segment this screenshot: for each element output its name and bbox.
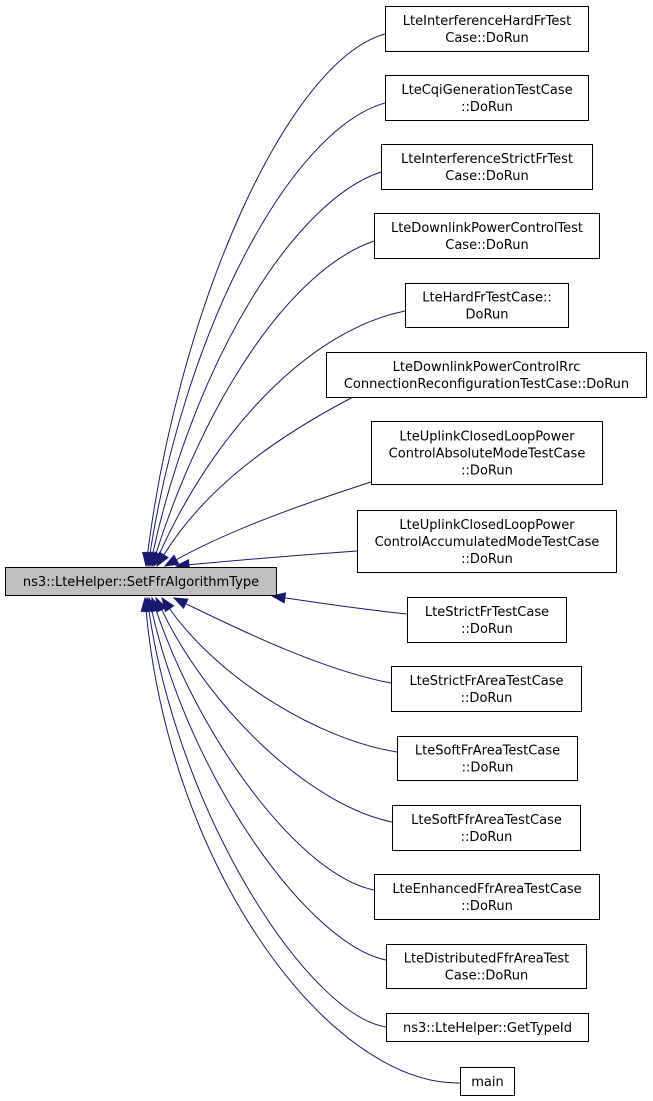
call-edge [161,609,393,823]
call-edge-arrowhead [163,554,180,567]
caller-node-box [391,666,582,712]
caller-node-box [407,597,567,643]
caller-node-label-line: LteDistributedFfrAreaTest [404,952,570,967]
caller-node[interactable]: main [460,1067,515,1096]
caller-node[interactable]: LteEnhancedFfrAreaTestCase::DoRun [374,874,600,920]
caller-node-label-line: ::DoRun [462,761,514,776]
caller-node-box [357,510,617,573]
caller-node-label-line: LteInterferenceHardFrTest [403,14,571,29]
caller-node[interactable]: LteHardFrTestCase::DoRun [405,283,569,328]
caller-node[interactable]: LteSoftFfrAreaTestCase::DoRun [392,805,581,851]
caller-node-label-line: LteUplinkClosedLoopPower [399,518,575,533]
call-edge-arrowhead [156,551,169,568]
caller-node[interactable]: LteUplinkClosedLoopPowerControlAccumulat… [357,510,617,573]
call-edge [148,610,387,1028]
caller-node-box [386,944,587,989]
call-edge [155,610,375,891]
caller-node-label-line: ControlAbsoluteModeTestCase [389,447,586,462]
caller-node-box [397,736,578,781]
caller-node-label-line: LteStrictFrTestCase [425,605,549,620]
call-edge [176,481,372,561]
caller-node-box [374,213,600,259]
caller-node-label-line: Case::DoRun [445,169,528,184]
target-node-set-ffr-algorithm-type[interactable]: ns3::LteHelper::SetFfrAlgorithmType [5,567,277,596]
call-edge-arrowhead [172,597,189,610]
call-edge [152,171,382,554]
caller-node-label-line: LteHardFrTestCase:: [422,291,552,306]
caller-node-label-line: ns3::LteHelper::GetTypeId [403,1021,572,1036]
caller-node-label-line: ::DoRun [461,622,513,637]
call-edge [158,310,406,555]
call-edges [140,33,461,1084]
call-edge [147,33,386,554]
caller-node-label-line: LteSoftFrAreaTestCase [415,744,560,759]
call-nodes: ns3::LteHelper::SetFfrAlgorithmType LteIn… [5,6,647,1096]
caller-node-box [460,1067,515,1096]
caller-node-label-line: LteInterferenceStrictFrTest [401,152,573,167]
call-edge [145,610,461,1084]
call-edge [284,597,408,615]
caller-node-box [392,805,581,851]
caller-node-label-line: LteStrictFrAreaTestCase [409,674,563,689]
caller-node-label-line: ConnectionReconfigurationTestCase::DoRun [344,377,629,392]
caller-node-label-line: ::DoRun [461,552,513,567]
call-edge-arrowhead [140,596,152,612]
caller-node-label-line: LteEnhancedFfrAreaTestCase [392,882,581,897]
target-node-set-ffr-algorithm-type-label-line: ns3::LteHelper::SetFfrAlgorithmType [23,575,259,590]
caller-node-label-line: ::DoRun [461,691,513,706]
caller-node-label-line: LteDownlinkPowerControlTest [391,221,583,236]
call-edge [155,240,375,554]
caller-node-label-line: Case::DoRun [445,969,528,984]
call-edge [163,396,354,556]
caller-node-label-line: ControlAccumulatedModeTestCase [375,535,600,550]
caller-node[interactable]: LteUplinkClosedLoopPowerControlAbsoluteM… [371,421,603,485]
caller-node-box [381,144,593,190]
caller-node-box [371,421,603,485]
caller-node-label-line: ::DoRun [461,100,513,115]
caller-node-box [386,1013,589,1042]
call-edge [149,102,386,554]
caller-node[interactable]: LteStrictFrAreaTestCase::DoRun [391,666,582,712]
caller-node-box [405,283,569,328]
call-edge [151,610,387,961]
caller-node-box [385,75,589,121]
call-edge [169,608,398,753]
caller-node-label-line: LteSoftFfrAreaTestCase [411,813,562,828]
caller-node[interactable]: LteCqiGenerationTestCase::DoRun [385,75,589,121]
caller-node-label-line: Case::DoRun [445,31,528,46]
caller-node[interactable]: LteDownlinkPowerControlRrcConnectionReco… [326,352,647,398]
caller-node-box [326,352,647,398]
target-node-set-ffr-algorithm-type-box [5,567,277,596]
caller-node-label-line: LteUplinkClosedLoopPower [399,430,575,445]
caller-node[interactable]: LteStrictFrTestCase::DoRun [407,597,567,643]
caller-node-label-line: Case::DoRun [445,238,528,253]
call-edge [185,603,392,684]
caller-node-label-line: LteCqiGenerationTestCase [401,83,572,98]
caller-node-label-line: ::DoRun [461,464,513,479]
caller-node[interactable]: LteSoftFrAreaTestCase::DoRun [397,736,578,781]
caller-node-label-line: main [471,1075,503,1090]
call-edge [188,550,358,566]
caller-node-box [385,6,589,52]
caller-node-label-line: DoRun [466,308,509,323]
caller-node-label-line: LteDownlinkPowerControlRrc [393,360,581,375]
caller-node-box [374,874,600,920]
caller-node-label-line: ::DoRun [461,830,513,845]
caller-node[interactable]: ns3::LteHelper::GetTypeId [386,1013,589,1042]
caller-node-label-line: ::DoRun [461,899,513,914]
